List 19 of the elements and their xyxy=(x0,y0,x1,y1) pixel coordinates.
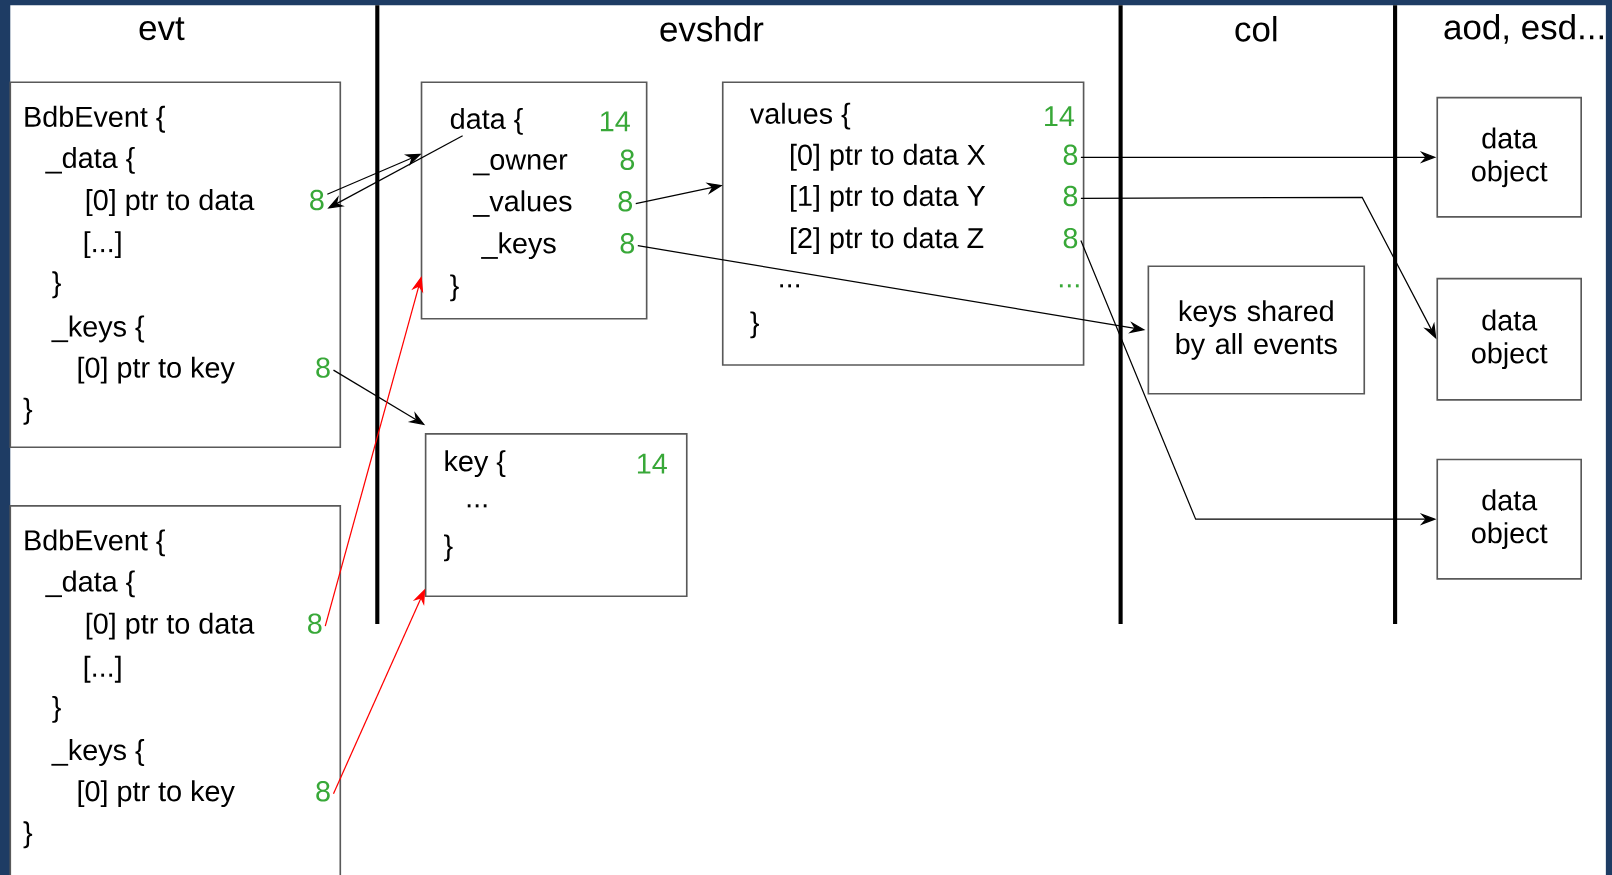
object-box: data object xyxy=(1436,277,1582,401)
column-heading: col xyxy=(1235,16,1277,42)
pointer-field: [2] ptr to data Z 8 xyxy=(791,227,1078,255)
column-heading: aod, esd... xyxy=(1444,13,1603,44)
pointer-field: [0] ptr to key 8 xyxy=(78,780,330,808)
object-box: keys shared by all events xyxy=(1147,265,1366,395)
code-box: key { 14 ... } xyxy=(424,433,688,598)
column-heading: evt xyxy=(139,17,185,41)
pointer-field: [0] ptr to data 8 xyxy=(86,189,324,216)
pointer-field: _owner 8 xyxy=(472,149,635,176)
pointer-field: [0] ptr to data 8 xyxy=(86,612,322,640)
pointer-field: [0] ptr to data X 8 xyxy=(791,143,1078,171)
column-heading: evshdr xyxy=(660,16,764,42)
pointer-field: [1] ptr to data Y 8 xyxy=(791,185,1078,212)
pointer-field: _keys 8 xyxy=(481,232,635,260)
pointer-field: [0] ptr to key 8 xyxy=(78,356,330,384)
object-box: data object xyxy=(1436,96,1582,218)
object-box: data object xyxy=(1436,458,1582,580)
pointer-field: _values 8 xyxy=(472,190,632,217)
